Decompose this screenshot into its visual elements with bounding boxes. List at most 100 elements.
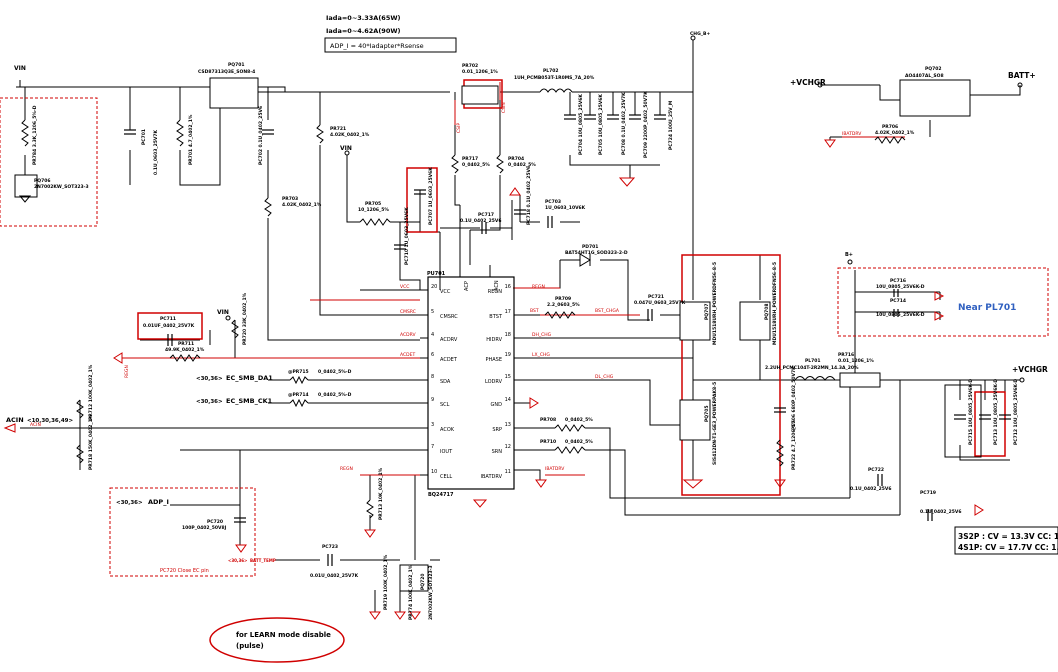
ref-pr711: PR711	[178, 341, 194, 347]
net-acin: ACIN	[6, 416, 24, 424]
note-cv-3s2p: 3S2P : CV = 13.3V CC: 1.54A	[958, 532, 1058, 541]
pr721-zigzag	[316, 124, 324, 144]
ref-pr706: PR706	[882, 124, 898, 130]
pq706-body	[14, 174, 38, 198]
vlabel: MDU1518URH_POWERDFN56-8-5	[712, 262, 718, 345]
pin-name: SRP	[492, 427, 502, 433]
vlabel: PR701 4.7_0402_1%	[188, 114, 194, 165]
vlabel: PC707 1U_0603_25V6K	[428, 167, 434, 225]
vlabel: PC706 680P_0402_50V7K	[791, 366, 797, 430]
pr784-zigzag	[21, 119, 29, 147]
vlabel: PQ707	[704, 303, 710, 320]
pr720-zigzag	[231, 319, 239, 339]
vlabel: PC708 0.1U_0402_25V7K	[621, 92, 627, 155]
ground-symbols	[3, 35, 1025, 620]
val-pr705: 10_1206_5%	[358, 207, 389, 213]
note-iada-90w: Iada=0~4.62A(90W)	[326, 27, 401, 35]
ref-pr710: PR710	[540, 439, 556, 445]
ref-pc716: PC716	[890, 278, 906, 284]
pr703-zigzag	[264, 197, 272, 217]
pin-name: ACOK	[440, 427, 455, 433]
pin-name: LODRV	[485, 379, 503, 385]
pin-num: 8	[431, 374, 434, 380]
net-vin-mid: VIN	[340, 145, 352, 152]
sig-regn3: REGN	[124, 365, 130, 378]
note-near-pl701: Near PL701	[958, 303, 1016, 313]
pq708-body	[739, 301, 771, 341]
net-acin-refs: <10,30,36,49>	[27, 418, 73, 424]
vlabel: MDU1518URH_POWERDFN56-8-5	[772, 262, 778, 345]
sig-regn: REGN	[532, 284, 545, 290]
note-adp-formula: ADP_I = 40*Iadapter*Rsense	[330, 42, 424, 50]
net-adp-i: ADP_I	[148, 498, 169, 506]
pr704-zigzag	[496, 154, 504, 174]
pin-name: SDA	[440, 379, 451, 385]
pin-name: IBATDRV	[481, 474, 503, 480]
pr706-zigzag	[874, 136, 906, 144]
ic-right-pins: 16 REGN 17 BTST 18 HIDRV 19 PHASE 15 LOD…	[481, 284, 511, 480]
pq720-body	[399, 564, 429, 592]
val-pr709: 2.2_0603_5%	[547, 302, 580, 308]
vlabel: PR713 10K_0402_1%	[378, 467, 384, 520]
sig-dh-chg: DH_CHG	[532, 332, 552, 338]
val-pc711: 0.01UF_0402_25V7K	[143, 323, 195, 329]
pr714-zigzag	[289, 398, 309, 408]
val-pc721: 0.047U_0603_25V7K	[634, 300, 686, 306]
note-cv-box	[954, 526, 1058, 555]
note-pc720: PC720 Close EC pin	[160, 568, 209, 574]
sig-ibatdrv2: IBATDRV	[842, 131, 862, 137]
pr716-body	[839, 372, 881, 388]
vlabel: SIS412DN-T1-GE3_POWERPAK8-5	[712, 382, 718, 465]
pq701-body	[209, 77, 259, 109]
ref-pc720: PC720	[207, 519, 223, 525]
net-bplus: B+	[845, 252, 853, 258]
net-chg-b: CHG_B+	[690, 31, 710, 37]
sig-acin: ACIN	[30, 422, 41, 428]
vlabel: PR720 33K_0402_1%	[242, 292, 248, 345]
vlabel: PR774 100K_0402_1%	[408, 564, 414, 620]
ic-acn: ACN	[494, 280, 500, 291]
sig-ibatdrv: IBATDRV	[545, 466, 565, 472]
pin-name: VCC	[440, 289, 451, 295]
ic-pu701	[420, 265, 515, 490]
ref-pc701: PC701	[141, 129, 147, 145]
ref-pr702: PR702	[462, 63, 478, 69]
val-pc719: 0.1U_0402_25V6	[920, 509, 962, 515]
pin-name: ACDRV	[440, 337, 458, 343]
net-smb-refs-2: <30,36>	[196, 399, 223, 405]
val-pl701: 2.2UH_PCMC104T-2R2MN_14.3A_20%	[765, 365, 859, 371]
pq702-body	[899, 79, 971, 117]
note-learn-1: for LEARN mode disable	[236, 631, 331, 639]
pin-num: 13	[505, 422, 511, 428]
ref-pr716: PR716	[838, 352, 854, 358]
pin-num: 16	[505, 284, 511, 290]
val-pr721: 4.02K_0402_1%	[330, 132, 370, 138]
sig-bst-chga: BST_CHGA	[595, 308, 620, 314]
pr702-body	[461, 85, 499, 105]
sig-lx-chg: LX_CHG	[532, 352, 550, 358]
net-vin-left: VIN	[217, 309, 229, 316]
net-smb-ck: EC_SMB_CK1	[226, 397, 273, 405]
pl702-coil	[539, 88, 573, 93]
pr722-zigzag	[776, 439, 784, 467]
pin-num: 6	[431, 352, 434, 358]
val-pr704: 0_0402_5%	[508, 162, 536, 168]
val-pd701: BAT54HT1G_SOD323-2-D	[565, 250, 628, 256]
ref-pq706: PQ706	[34, 178, 51, 184]
vlabel: PQ708	[764, 303, 770, 320]
ref-pr715: @PR715	[288, 369, 309, 375]
sig-vcc: VCC	[400, 284, 409, 290]
pin-name: CMSRC	[440, 314, 458, 320]
val-pr708: 0_0402_5%	[565, 417, 593, 423]
net-smb-da: EC_SMB_DA1	[226, 374, 273, 382]
pin-num: 15	[505, 374, 511, 380]
ref-pc703: PC703	[545, 199, 561, 205]
ref-pc722: PC722	[868, 467, 884, 473]
pin-name: HIDRV	[486, 337, 502, 343]
sig-regn2: REGN	[340, 466, 353, 472]
note-cv-4s1p: 4S1P: CV = 17.7V CC: 1.1A	[958, 543, 1058, 552]
val-pr717: 0_0402_5%	[462, 162, 490, 168]
red-boxes	[0, 79, 1049, 663]
pin-num: 9	[431, 397, 434, 403]
pr712-zigzag	[76, 399, 84, 419]
